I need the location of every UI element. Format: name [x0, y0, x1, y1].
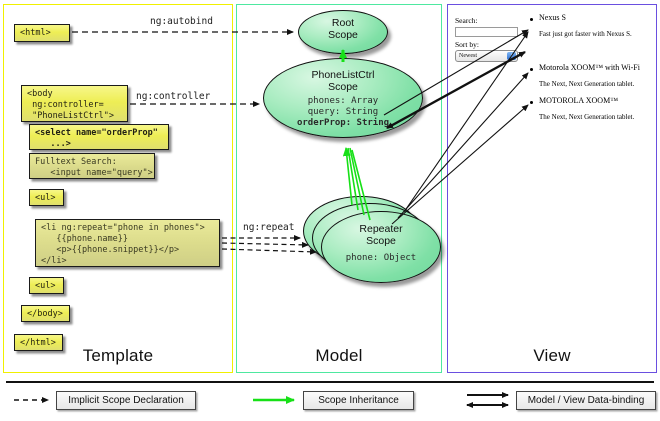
panel-label-view: View: [533, 346, 571, 365]
panel-label-template: Template: [82, 346, 154, 365]
phonelist-scope-prop-orderprop: orderProp: String: [296, 117, 390, 128]
select-orderprop-box: <select name="orderProp" ...>: [29, 124, 169, 150]
legend-arrow-double: [466, 392, 509, 408]
repeater-scope-ellipse: Repeater Scope phone: Object: [321, 211, 441, 283]
root-scope-title-line2: Scope: [328, 29, 358, 42]
phonelist-scope-prop-phones: phones: Array: [307, 95, 379, 106]
view-phone-title: MOTOROLA XOOM™: [539, 96, 619, 105]
view-search-input[interactable]: [455, 27, 518, 37]
legend-divider: [6, 381, 654, 383]
repeater-scope-title-line2: Scope: [366, 235, 396, 248]
root-scope-title-line1: Root: [331, 17, 355, 29]
html-close-box: </html>: [14, 334, 63, 351]
view-phone-snippet: The Next, Next Generation tablet.: [539, 80, 635, 88]
chevron-updown-icon[interactable]: ↕: [507, 52, 516, 60]
fulltext-search-box: Fulltext Search: <input name="query">: [29, 153, 155, 179]
panel-label-model: Model: [315, 346, 363, 365]
view-search-label: Search:: [455, 16, 478, 25]
legend-model-view-databinding: Model / View Data-binding: [516, 391, 656, 410]
phonelist-scope-prop-query: query: String: [307, 106, 379, 117]
view-phone-snippet: Fast just got faster with Nexus S.: [539, 30, 632, 38]
ul-open-box: <ul>: [29, 189, 64, 206]
repeater-scope-title-line1: Repeater: [359, 223, 403, 235]
body-controller-box: <body ng:controller= "PhoneListCtrl">: [21, 85, 128, 122]
view-sort-selected-value: Newest: [459, 53, 477, 59]
phonelist-scope-title-line1: PhoneListCtrl: [311, 69, 375, 81]
phonelist-scope-title-line2: Scope: [328, 81, 358, 94]
view-sort-select[interactable]: Newest ↕: [455, 50, 518, 62]
list-bullet: [530, 101, 533, 104]
list-bullet: [530, 18, 533, 21]
legend-scope-inheritance: Scope Inheritance: [303, 391, 414, 410]
body-close-box: </body>: [21, 305, 70, 322]
li-ngrepeat-box: <li ng:repeat="phone in phones"> {{phone…: [35, 219, 220, 267]
repeater-scope-prop-phone: phone: Object: [345, 252, 417, 263]
connector-label-controller: ng:controller: [136, 91, 211, 102]
ul-close-box: <ul>: [29, 277, 64, 294]
root-scope-ellipse: Root Scope: [298, 10, 388, 54]
legend-implicit-scope-declaration: Implicit Scope Declaration: [56, 391, 196, 410]
connector-label-autobind: ng:autobind: [150, 16, 213, 27]
view-sort-label: Sort by:: [455, 40, 479, 49]
connector-label-repeat: ng:repeat: [243, 222, 295, 233]
list-bullet: [530, 68, 533, 71]
view-phone-title: Motorola XOOM™ with Wi-Fi: [539, 63, 640, 72]
view-phone-title: Nexus S: [539, 13, 566, 22]
phonelistctrl-scope-ellipse: PhoneListCtrl Scope phones: Array query:…: [263, 58, 423, 138]
view-phone-snippet: The Next, Next Generation tablet.: [539, 113, 635, 121]
html-open-box: <html>: [14, 24, 70, 42]
